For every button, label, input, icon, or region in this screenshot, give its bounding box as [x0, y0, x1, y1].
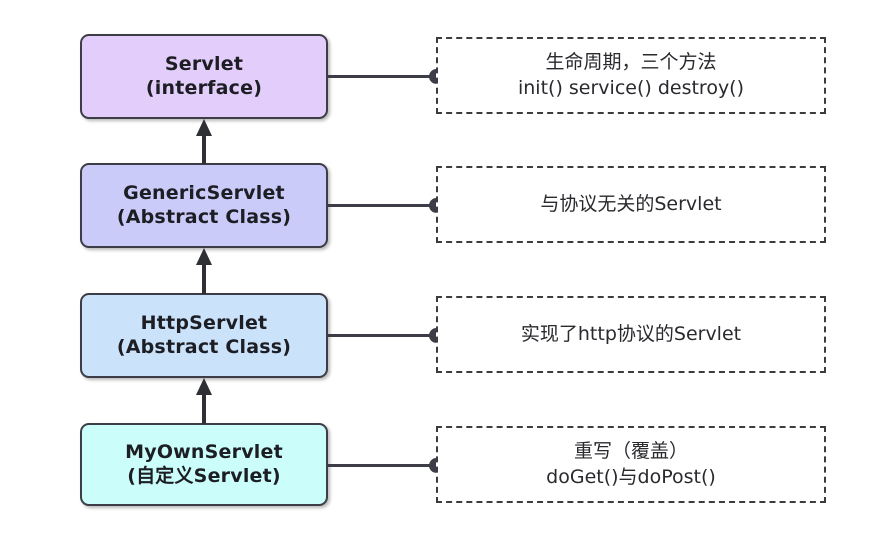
arrow-shaft — [202, 262, 206, 294]
note-servlet-line1: 生命周期，三个方法 — [545, 51, 717, 74]
node-my-own-servlet-name: MyOwnServlet — [125, 440, 283, 463]
arrow-shaft — [202, 392, 206, 424]
inheritance-arrow-http-to-generic — [196, 248, 212, 294]
note-servlet-line2: init() service() destroy() — [517, 76, 745, 99]
arrow-shaft — [202, 133, 206, 164]
node-http-servlet[interactable]: HttpServlet (Abstract Class) — [80, 293, 328, 378]
arrowhead-up-icon — [196, 248, 212, 265]
leader-line-my-own-servlet — [328, 464, 436, 467]
leader-line-http-servlet — [328, 334, 436, 337]
note-my-own-servlet[interactable]: 重写（覆盖） doGet()与doPost() — [436, 426, 826, 503]
note-servlet[interactable]: 生命周期，三个方法 init() service() destroy() — [436, 37, 826, 114]
note-http-servlet-line1: 实现了http协议的Servlet — [520, 322, 742, 345]
node-http-servlet-name: HttpServlet — [140, 311, 268, 334]
node-generic-servlet[interactable]: GenericServlet (Abstract Class) — [80, 163, 328, 248]
node-generic-servlet-kind: (Abstract Class) — [116, 205, 292, 228]
inheritance-arrow-myown-to-http — [196, 378, 212, 424]
node-my-own-servlet-kind: (自定义Servlet) — [127, 464, 281, 487]
arrowhead-up-icon — [196, 119, 212, 136]
note-generic-servlet-line1: 与协议无关的Servlet — [540, 192, 722, 215]
note-my-own-servlet-line1: 重写（覆盖） — [573, 440, 688, 463]
node-servlet[interactable]: Servlet (interface) — [80, 34, 328, 119]
node-servlet-name: Servlet — [164, 52, 244, 75]
node-generic-servlet-name: GenericServlet — [123, 181, 285, 204]
arrowhead-up-icon — [196, 378, 212, 395]
inheritance-arrow-generic-to-servlet — [196, 119, 212, 164]
note-http-servlet[interactable]: 实现了http协议的Servlet — [436, 296, 826, 373]
node-http-servlet-kind: (Abstract Class) — [116, 335, 292, 358]
node-servlet-kind: (interface) — [145, 76, 263, 99]
leader-line-servlet — [328, 75, 436, 78]
node-my-own-servlet[interactable]: MyOwnServlet (自定义Servlet) — [80, 423, 328, 506]
note-generic-servlet[interactable]: 与协议无关的Servlet — [436, 166, 826, 243]
leader-line-generic-servlet — [328, 204, 436, 207]
note-my-own-servlet-line2: doGet()与doPost() — [546, 465, 716, 488]
